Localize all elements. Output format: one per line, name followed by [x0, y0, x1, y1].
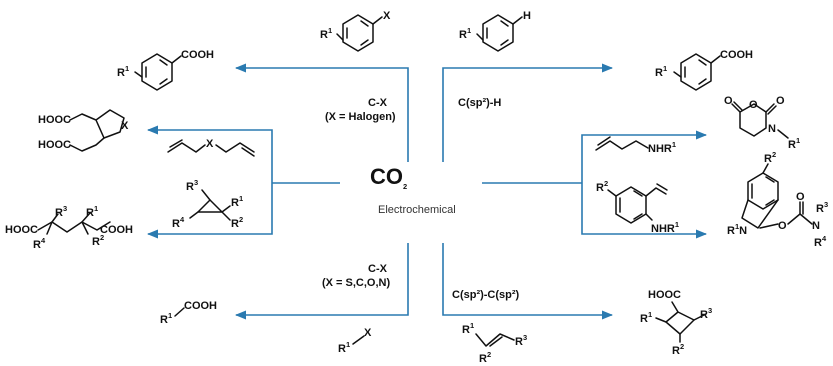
reagent-diallyl: X	[167, 138, 255, 157]
product-benzoic-acid-left: COOH R1	[117, 49, 214, 91]
cond-csp2-csp2: C(sp²)-C(sp²)	[452, 289, 520, 301]
svg-text:N: N	[768, 123, 776, 135]
svg-text:R4: R4	[33, 236, 46, 251]
label-R1: R1	[117, 64, 129, 79]
svg-text:R3: R3	[515, 333, 527, 348]
svg-text:R1: R1	[160, 311, 172, 326]
arrow-right-upper	[581, 130, 708, 183]
cond-cx-hetero-2: (X = S,C,O,N)	[322, 277, 390, 289]
arrow-left-upper	[146, 125, 273, 183]
svg-text:O: O	[776, 95, 785, 107]
svg-text:O: O	[778, 220, 787, 232]
svg-text:HOOC: HOOC	[38, 139, 71, 151]
reagent-alkyl-x: R1 X	[338, 327, 372, 355]
svg-text:HOOC: HOOC	[5, 224, 38, 236]
product-carboxylic-acid: R1 COOH	[160, 300, 217, 326]
svg-text:O: O	[749, 99, 758, 111]
hub: CO2 Electrochemical	[370, 164, 456, 216]
svg-text:NHR1: NHR1	[648, 140, 676, 155]
svg-text:NHR1: NHR1	[651, 220, 679, 235]
ring-substituent-bond	[336, 33, 344, 41]
conditions: C-X (X = Halogen) C(sp²)-H C-X (X = S,C,…	[322, 97, 520, 301]
svg-text:HOOC: HOOC	[648, 289, 681, 301]
reagent-alkene: R1 R2 R3	[462, 321, 527, 365]
arrow-bottom-left	[234, 243, 409, 320]
svg-text:R1: R1	[788, 136, 800, 151]
svg-text:COOH: COOH	[184, 300, 217, 312]
svg-text:COOH: COOH	[100, 224, 133, 236]
cond-cx-halogen-2: (X = Halogen)	[325, 111, 396, 123]
label-R1: R1	[320, 26, 332, 41]
product-benzoic-acid-right: COOH R1	[655, 49, 753, 91]
svg-text:R1: R1	[231, 194, 243, 209]
svg-text:X: X	[121, 120, 129, 132]
svg-text:R4: R4	[172, 215, 185, 230]
hub-subtitle: Electrochemical	[378, 204, 456, 216]
arrows	[146, 63, 708, 320]
svg-text:R4: R4	[814, 234, 827, 249]
svg-text:X: X	[383, 10, 391, 22]
svg-text:HOOC: HOOC	[38, 114, 71, 126]
svg-text:R3: R3	[816, 200, 828, 215]
svg-text:R2: R2	[596, 179, 608, 194]
reagent-homoallyl-amine: NHR1	[595, 136, 676, 155]
product-substituted-acid: HOOC R3 R1 R2	[640, 289, 712, 357]
svg-text:R3: R3	[186, 178, 198, 193]
svg-text:R2: R2	[231, 215, 243, 230]
svg-text:R1: R1	[640, 310, 652, 325]
arrow-right-lower	[581, 183, 708, 239]
reagent-vinyl-aniline: R2 NHR1	[596, 179, 679, 235]
svg-text:O: O	[724, 95, 733, 107]
svg-text:X: X	[206, 138, 214, 150]
reagent-cyclopropane: R3 R1 R2 R4	[172, 178, 243, 230]
svg-text:X: X	[364, 327, 372, 339]
arrow-left-lower	[146, 183, 273, 239]
cond-csp2-h: C(sp²)-H	[458, 97, 501, 109]
product-cyclic-carbamate: O O O N R1	[724, 95, 800, 151]
label-R1: R1	[655, 64, 667, 79]
svg-text:COOH: COOH	[181, 49, 214, 61]
svg-text:R2: R2	[672, 342, 684, 357]
arrow-top-left	[234, 63, 409, 162]
svg-text:R1: R1	[462, 321, 474, 336]
ring-inner-bonds	[346, 20, 369, 46]
product-diacid-ring: HOOC HOOC X	[38, 109, 129, 152]
hub-title: CO2	[370, 164, 407, 191]
svg-text:N: N	[812, 220, 820, 232]
cond-cx-hetero-1: C-X	[368, 263, 388, 275]
arrow-top-right	[442, 63, 614, 162]
svg-text:COOH: COOH	[720, 49, 753, 61]
svg-text:H: H	[523, 10, 531, 22]
svg-text:R3: R3	[55, 204, 67, 219]
cond-cx-halogen-1: C-X	[368, 97, 388, 109]
reagent-aryl-halide: X R1	[320, 10, 391, 52]
svg-text:R3: R3	[700, 306, 712, 321]
svg-text:R2: R2	[764, 150, 776, 165]
svg-text:R2: R2	[479, 350, 491, 365]
label-R1: R1	[459, 26, 471, 41]
svg-text:R1: R1	[338, 340, 350, 355]
svg-text:R2: R2	[92, 233, 104, 248]
arrow-bottom-right	[442, 243, 614, 320]
reagent-arene: H R1	[459, 10, 531, 52]
svg-text:R1: R1	[86, 204, 98, 219]
svg-text:R1N: R1N	[727, 222, 747, 237]
product-indoline-carbamate: R2 R1N O O N R3 R4	[727, 150, 828, 249]
product-glutaric-diacid: HOOC R3 R4 R1 R2 COOH	[5, 204, 133, 251]
svg-text:O: O	[796, 191, 805, 203]
